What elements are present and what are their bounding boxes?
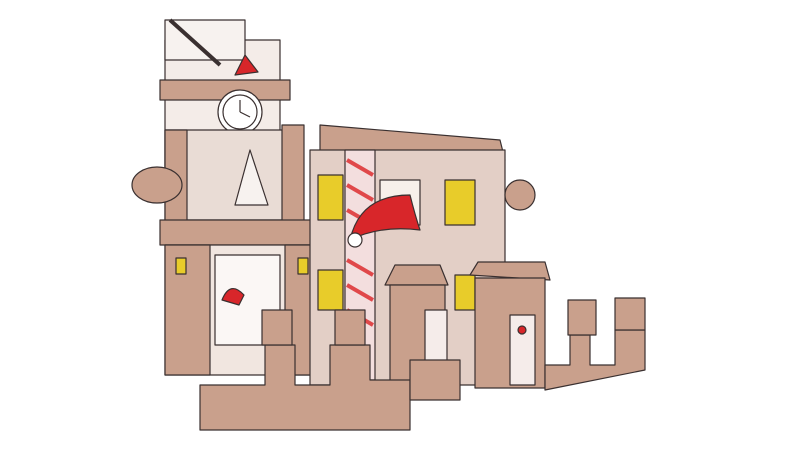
santa-hat (221, 288, 245, 306)
window (454, 274, 476, 311)
gift-box (567, 299, 597, 336)
giant-santa-hat (349, 194, 421, 241)
candy-sign (504, 179, 536, 211)
window (444, 179, 476, 226)
gift-box (614, 297, 646, 331)
lantern-right (297, 257, 309, 275)
gift-box (261, 309, 293, 346)
lantern-left (175, 257, 187, 275)
clock-tower (159, 18, 291, 181)
elf-hat (234, 54, 259, 76)
christmas-tree (234, 149, 269, 206)
nutcracker-hat (517, 325, 527, 335)
gift-box (334, 309, 366, 346)
basket (131, 166, 183, 204)
window (317, 174, 344, 221)
front-wall (199, 297, 646, 431)
window (317, 269, 344, 311)
